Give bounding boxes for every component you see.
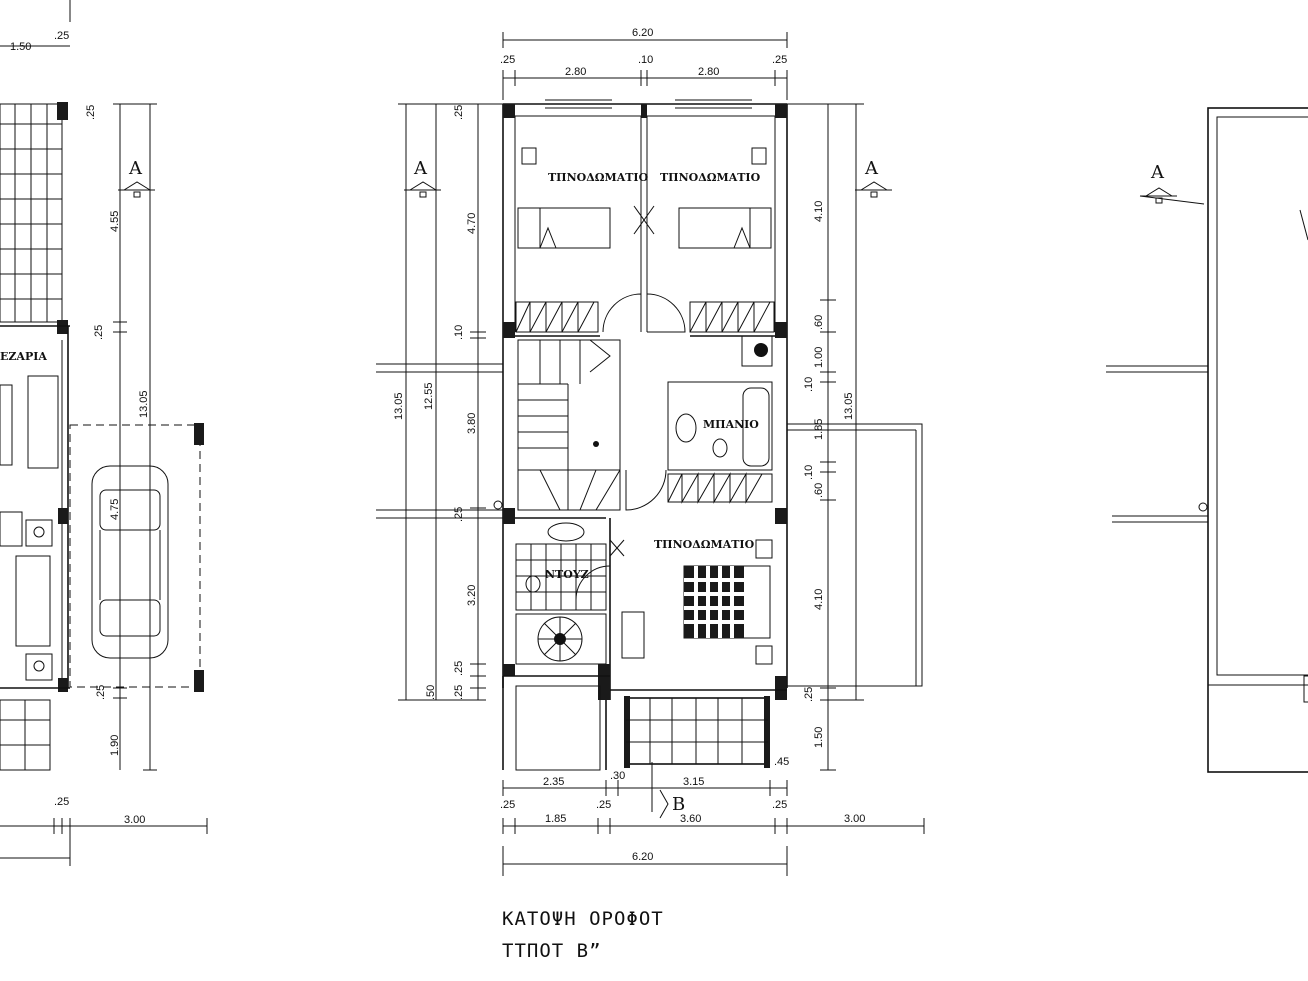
wardrobe-right [689, 301, 775, 333]
section-label: A [1150, 162, 1165, 183]
dim-label: .25 [93, 325, 105, 340]
dim-label: 1.85 [545, 813, 566, 825]
dim-label: .25 [54, 30, 69, 42]
dim-label: 1.00 [813, 347, 825, 368]
room-label-bedroom-1: ΤΠΝΟΔΩΜΑΤΙΟ [548, 171, 649, 184]
dim-label: .45 [774, 756, 789, 768]
dim-label: .25 [453, 661, 465, 676]
sink-icon [547, 522, 585, 542]
dim-label: .25 [772, 54, 787, 66]
section-marker-b: B [651, 762, 685, 819]
dim-label: 3.00 [844, 813, 865, 825]
balcony-center [624, 696, 770, 768]
dim-label: 6.20 [632, 27, 653, 39]
staircase [517, 339, 621, 511]
dim-label: 3.00 [124, 814, 145, 826]
door-swing [625, 469, 667, 511]
dim-label: .50 [425, 685, 437, 700]
dim-label: 12.55 [423, 382, 435, 410]
dim-label: 1.90 [109, 735, 121, 756]
tiled-shower-floor [515, 543, 607, 611]
section-label: B [672, 794, 685, 815]
section-marker-a: A [118, 158, 155, 198]
section-marker-a-left: A [404, 158, 441, 198]
dim-label: 3.80 [466, 413, 478, 434]
dim-label: .10 [638, 54, 653, 66]
dim-label: 1.85 [813, 419, 825, 440]
bathtub-icon [742, 387, 770, 467]
door-swing [602, 293, 642, 333]
shower-tray-icon [515, 613, 607, 665]
section-label: A [864, 158, 879, 179]
dim-label: .25 [500, 54, 515, 66]
dim-label: 4.75 [109, 499, 121, 520]
bed-icon [517, 207, 611, 249]
dim-label: .60 [813, 315, 825, 330]
room-label-bedroom-3: ΤΠΝΟΔΩΜΑΤΙΟ [654, 538, 755, 551]
dim-label: 3.20 [466, 585, 478, 606]
dim-label: 2.35 [543, 776, 564, 788]
nightstand-icon [751, 147, 767, 165]
dim-label: 1.50 [813, 727, 825, 748]
dim-label: .10 [453, 325, 465, 340]
dim-label: 3.60 [680, 813, 701, 825]
bed-icon [683, 565, 771, 639]
roof-plan-partial: A [1106, 107, 1308, 773]
dim-label: 2.80 [565, 66, 586, 78]
room-label-bathroom: ΜΠΑΝΙΟ [703, 418, 759, 431]
dim-label: 4.10 [813, 589, 825, 610]
toilet-icon [525, 575, 541, 593]
ground-floor-plan-partial: 1.50 .25 ΕΖΑΡΙΑ [0, 0, 208, 866]
tiled-terrace [0, 102, 68, 323]
section-label: A [413, 158, 428, 179]
balcony-left [515, 685, 601, 771]
dim-label: .60 [813, 483, 825, 498]
dim-label: 13.05 [393, 392, 405, 420]
drawing-title: ΚΑΤΟΨΗ ΟΡΟΦΟΤ [502, 908, 664, 930]
nightstand-icon [521, 147, 537, 165]
drawing-subtitle: ΤΤΠΟΤ Β” [502, 940, 602, 962]
dim-label: .30 [610, 770, 625, 782]
dim-label: .25 [54, 796, 69, 808]
shaft-icon [754, 343, 768, 357]
dim-label: .25 [453, 507, 465, 522]
dim-label: .25 [772, 799, 787, 811]
dim-label: .25 [500, 799, 515, 811]
door-swing [646, 293, 686, 333]
nightstand-icon [755, 645, 773, 665]
section-label: A [128, 158, 143, 179]
dim-label: 13.05 [138, 390, 150, 418]
room-label-shower: ΝΤΟΥΖ [545, 568, 589, 581]
toilet-icon [712, 438, 728, 458]
dim-label: 4.10 [813, 201, 825, 222]
dim-label: 3.15 [683, 776, 704, 788]
dim-label: .25 [596, 799, 611, 811]
dim-label: .10 [803, 377, 815, 392]
sink-icon [675, 413, 697, 443]
bed-icon [678, 207, 772, 249]
bathroom-walls [667, 381, 773, 471]
dim-label: .25 [453, 105, 465, 120]
dim-label: 6.20 [632, 851, 653, 863]
wardrobe-left [515, 301, 599, 333]
dim-label: 4.55 [109, 211, 121, 232]
dim-label: .10 [803, 465, 815, 480]
room-label-bedroom-2: ΤΠΝΟΔΩΜΑΤΙΟ [660, 171, 761, 184]
room-label: ΕΖΑΡΙΑ [0, 350, 47, 363]
dim-label: 2.80 [698, 66, 719, 78]
section-marker-a-right: A [855, 158, 892, 198]
dim-label: .25 [453, 685, 465, 700]
dim-label: 13.05 [843, 392, 855, 420]
car-icon [91, 465, 169, 659]
nightstand-icon [755, 539, 773, 559]
first-floor-plan: 6.20 .25 2.80 .10 2.80 .25 ΤΠΝΟΔΩΜΑΤΙΟ [376, 27, 925, 876]
dim-label: .25 [85, 105, 97, 120]
section-marker-a-roof: A [1139, 162, 1205, 205]
dim-label: .25 [95, 685, 107, 700]
dim-label: 4.70 [466, 213, 478, 234]
dim-label: .25 [803, 687, 815, 702]
dim-label: 1.50 [10, 41, 31, 53]
